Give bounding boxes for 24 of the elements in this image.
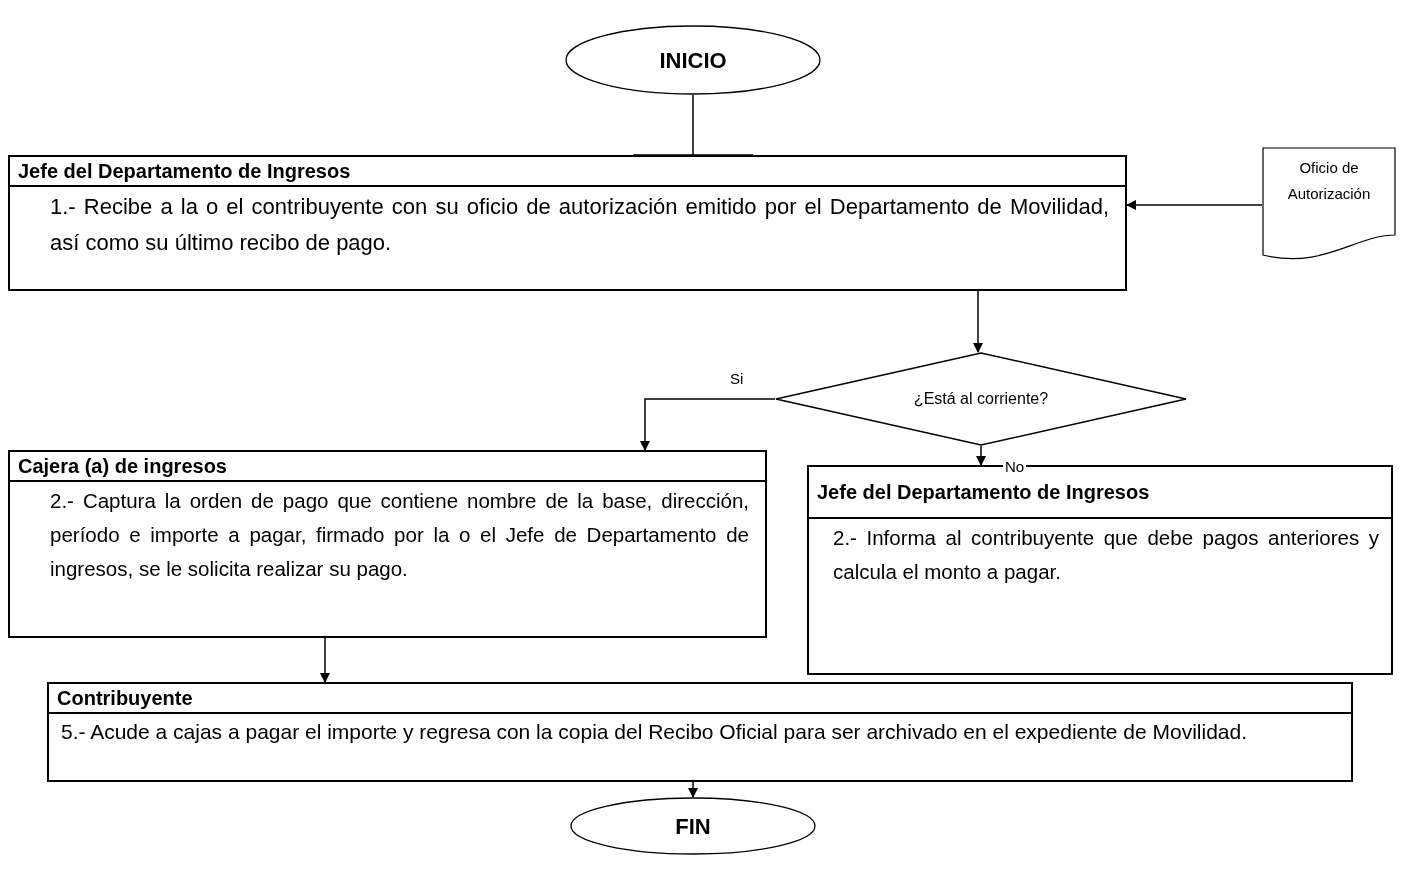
arrow	[320, 637, 330, 683]
arrow	[976, 445, 986, 466]
step-description: 5.- Acude a cajas a pagar el importe y regresa con la copia del Recibo Oficial para ser archivado en el expediente de Movilidad.	[60, 719, 1248, 745]
arrow	[973, 290, 983, 353]
role-heading: Jefe del Departamento de Ingresos	[18, 159, 351, 184]
step-description: 1.- Recibe a la o el contribuyente con su oficio de autorización emitido por el Departamento de Movilidad, así como su último recibo de pago.	[49, 193, 1110, 257]
role-heading: Cajera (a) de ingresos	[18, 454, 227, 479]
arrow	[688, 781, 698, 798]
process-box	[8, 450, 767, 638]
role-heading: Contribuyente	[57, 686, 193, 711]
step-description: 2.- Informa al contribuyente que debe pagos anteriores y calcula el monto a pagar.	[832, 525, 1380, 585]
arrow	[640, 398, 776, 451]
role-heading: Jefe del Departamento de Ingresos	[817, 481, 1150, 503]
decision-label: ¿Está al corriente?	[913, 389, 1049, 409]
process-box	[8, 155, 1127, 291]
terminal-ellipse	[565, 25, 821, 95]
process-box	[47, 682, 1353, 782]
arrow	[1126, 200, 1263, 210]
document-label: Oficio de Autorización	[1286, 158, 1372, 204]
terminal-ellipse	[570, 797, 816, 855]
step-description: 2.- Captura la orden de pago que contiene nombre de la base, dirección, período e importe a pagar, firmado por la o el Jefe de Departamento de ingresos, se le solicita realizar su pago.	[49, 488, 750, 582]
terminal-label: FIN	[675, 812, 711, 841]
terminal-label: INICIO	[659, 46, 727, 75]
decision-diamond	[775, 352, 1187, 446]
